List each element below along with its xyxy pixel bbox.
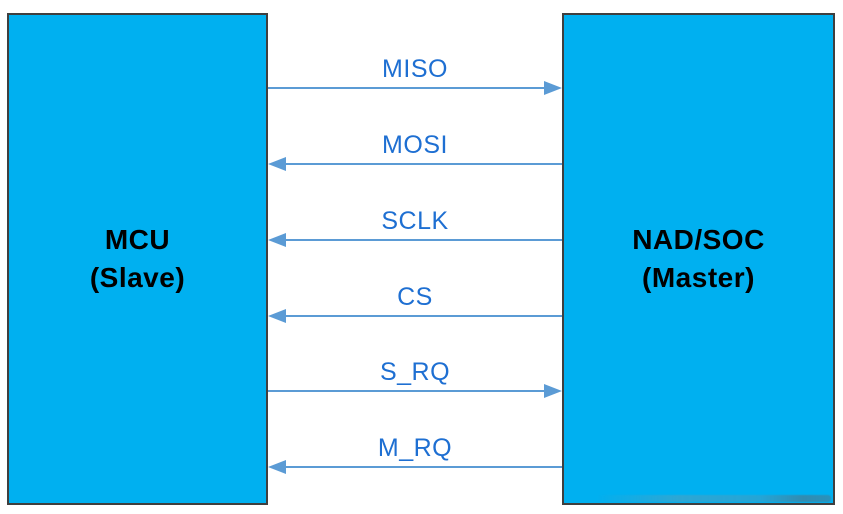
mcu-slave-box: MCU (Slave) [7,13,268,505]
signal-arrow-s_rq: S_RQ [268,358,562,398]
arrow-line [284,466,562,468]
nad-soc-master-box: NAD/SOC (Master) [562,13,835,505]
signal-label: MOSI [382,131,448,159]
mcu-box-title: MCU [104,224,171,255]
nad-soc-box-subtitle: (Master) [642,262,755,293]
arrow-line [284,315,562,317]
signal-label: SCLK [381,207,449,235]
arrowhead-right-icon [544,81,562,95]
signal-label: CS [397,283,433,311]
signal-label: S_RQ [379,358,451,386]
arrowhead-left-icon [268,157,286,171]
signal-arrow-sclk: SCLK [268,207,562,247]
signal-arrows-group: MISO MOSI SCLK CS S_RQ M_RQ [268,0,562,514]
arrowhead-left-icon [268,460,286,474]
arrowhead-left-icon [268,309,286,323]
arrow-line [284,163,562,165]
arrow-line [268,390,546,392]
signal-arrow-mosi: MOSI [268,131,562,171]
mcu-box-subtitle: (Slave) [89,262,186,293]
arrowhead-left-icon [268,233,286,247]
arrowhead-right-icon [544,384,562,398]
signal-arrow-miso: MISO [268,55,562,95]
signal-label: M_RQ [377,434,453,462]
arrow-line [268,87,546,89]
signal-arrow-cs: CS [268,283,562,323]
nad-soc-box-title: NAD/SOC [632,224,765,255]
signal-arrow-m_rq: M_RQ [268,434,562,474]
watermark-smudge [596,495,831,502]
arrow-line [284,239,562,241]
signal-label: MISO [382,55,448,83]
